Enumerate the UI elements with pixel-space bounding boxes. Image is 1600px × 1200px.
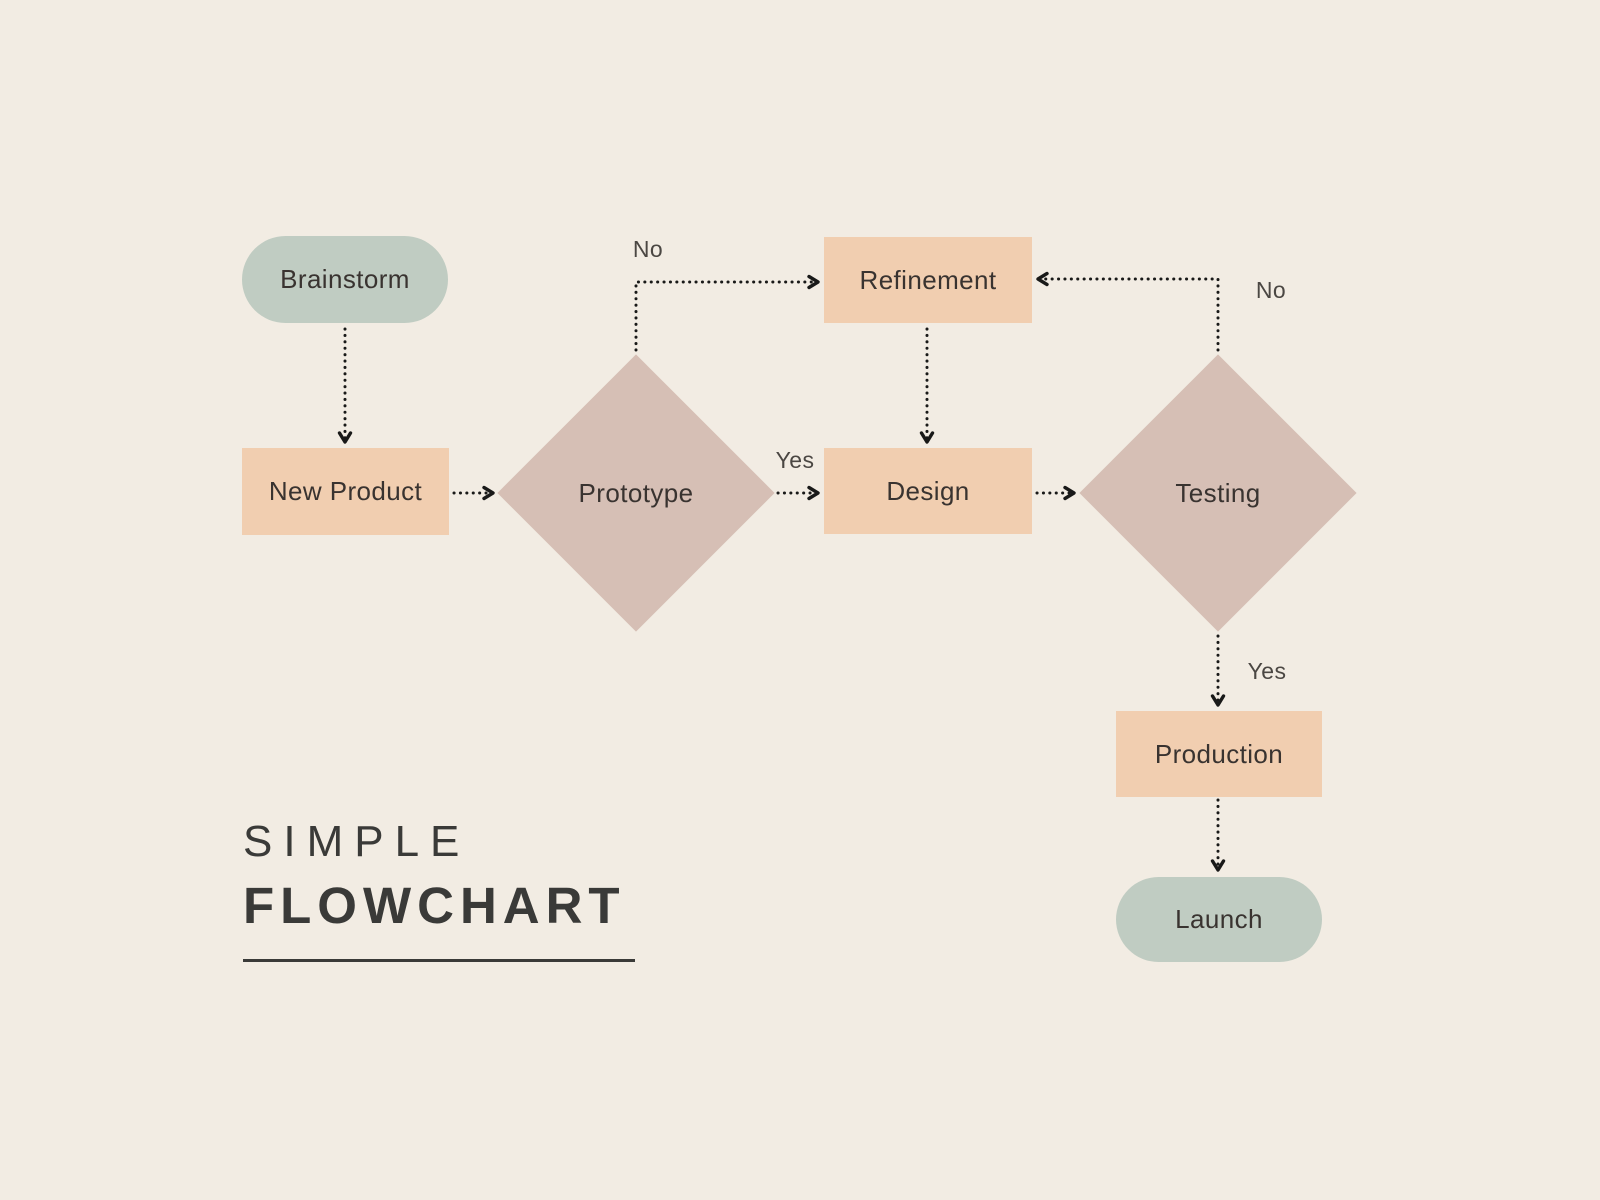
node-testing-label: Testing [1080,355,1356,631]
node-design: Design [824,448,1032,534]
chart-title-line2: FLOWCHART [243,877,626,934]
node-brainstorm-label: Brainstorm [280,264,410,294]
chart-title-line1: SIMPLE [243,817,471,866]
node-launch: Launch [1116,877,1322,962]
title-underline [243,959,635,962]
node-testing-text: Testing [1175,477,1261,508]
node-refinement-label: Refinement [859,264,997,295]
chart-title: SIMPLE FLOWCHART [243,820,635,962]
node-production: Production [1116,711,1322,797]
edge-label-testing-no: No [1255,277,1287,303]
edge-label-prototype-no: No [632,236,664,262]
node-new-product-label: New Product [268,476,423,506]
edge-prototype-no-to-refinement [634,274,820,352]
node-refinement: Refinement [824,237,1032,323]
node-launch-label: Launch [1175,904,1263,934]
node-new-product: New Product [242,448,449,535]
node-production-label: Production [1154,738,1284,769]
edge-testing-no-to-refinement [1036,271,1220,352]
node-design-label: Design [886,475,970,506]
edge-label-testing-yes: Yes [1247,658,1287,684]
node-prototype-text: Prototype [578,477,694,508]
node-brainstorm: Brainstorm [242,236,448,323]
node-prototype-label: Prototype [498,355,774,631]
edge-label-prototype-yes: Yes [775,447,815,473]
